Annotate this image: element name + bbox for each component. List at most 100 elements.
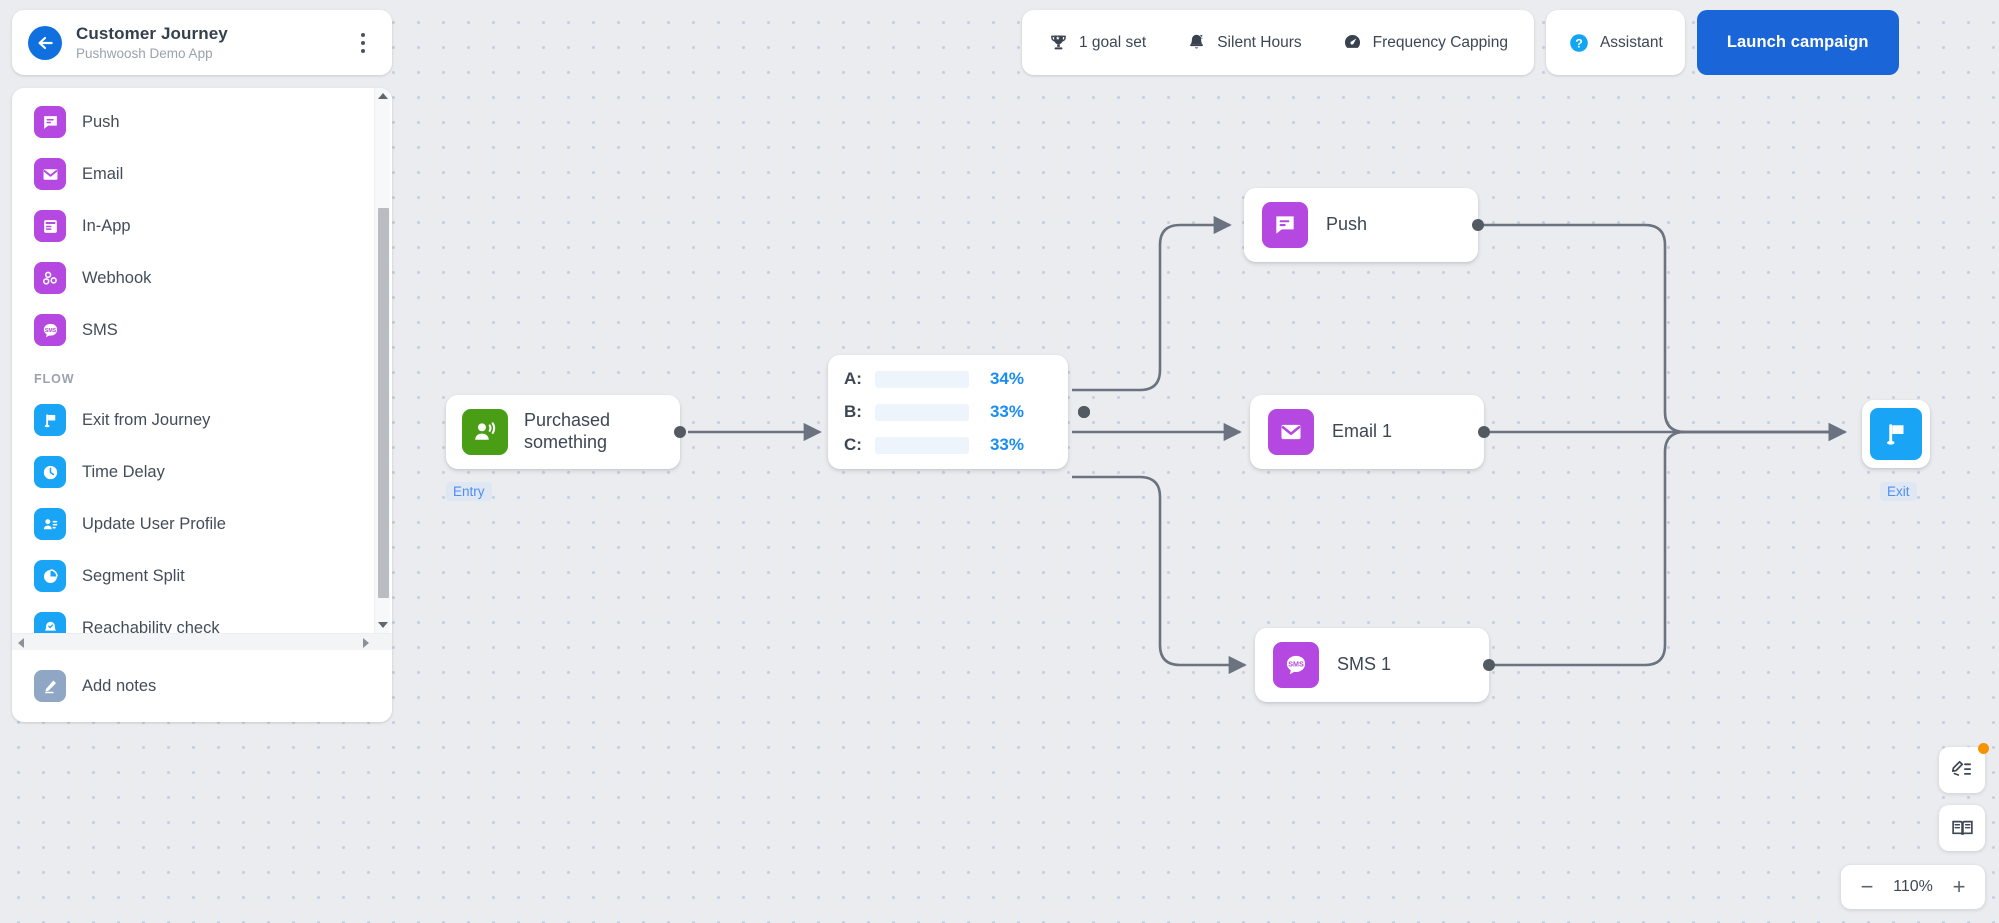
sms-output-port[interactable] — [1483, 659, 1495, 671]
sidebar-item-sms[interactable]: SMS SMS — [22, 304, 382, 356]
journey-title-card: Customer Journey Pushwoosh Demo App — [12, 10, 392, 75]
entry-tag: Entry — [446, 482, 492, 501]
svg-text:SMS: SMS — [1288, 661, 1304, 669]
sidebar-item-in-app[interactable]: In-App — [22, 200, 382, 252]
email-output-port[interactable] — [1478, 426, 1490, 438]
blocks-sidebar: Push Email — [12, 88, 392, 722]
action-node-push[interactable]: Push — [1244, 188, 1484, 262]
sidebar-item-email[interactable]: Email — [22, 148, 382, 200]
frequency-capping-button[interactable]: Frequency Capping — [1322, 20, 1528, 66]
sidebar-item-label: Webhook — [82, 268, 152, 287]
clock-icon — [34, 456, 66, 488]
split-branch-bar — [875, 436, 969, 454]
guide-fab-button[interactable] — [1939, 805, 1985, 851]
split-branch-row: A: 34% — [844, 369, 1090, 418]
sidebar-item-label: Time Delay — [82, 462, 165, 481]
flow-section-header: FLOW — [34, 372, 75, 386]
sidebar-item-push[interactable]: Push — [22, 96, 382, 148]
exit-node[interactable] — [1862, 400, 1930, 468]
trophy-icon — [1051, 35, 1066, 50]
sidebar-item-label: Update User Profile — [82, 514, 226, 533]
node-label: Push — [1326, 214, 1368, 235]
add-notes-label: Add notes — [82, 676, 157, 695]
sidebar-horizontal-scrollbar[interactable] — [12, 633, 392, 650]
sidebar-item-exit-from-journey[interactable]: Exit from Journey — [22, 394, 382, 446]
sidebar-scroll-area[interactable]: Push Email — [12, 88, 392, 633]
split-branch-percent: 34% — [989, 369, 1024, 388]
sidebar-item-label: SMS — [82, 320, 118, 339]
svg-text:?: ? — [1575, 36, 1583, 50]
channel-block-list: Push Email — [12, 96, 392, 356]
note-pen-icon — [34, 670, 66, 702]
sidebar-item-label: In-App — [82, 216, 131, 235]
scrollbar-thumb[interactable] — [378, 208, 389, 598]
sidebar-item-segment-split[interactable]: Segment Split — [22, 550, 382, 602]
back-arrow-icon — [38, 36, 53, 49]
sidebar-item-time-delay[interactable]: Time Delay — [22, 446, 382, 498]
frequency-capping-label: Frequency Capping — [1372, 33, 1508, 51]
top-toolbar: 1 goal set z Silent Hours Frequency Capp… — [1022, 10, 1899, 75]
sidebar-item-webhook[interactable]: Webhook — [22, 252, 382, 304]
split-branch-percent: 33% — [989, 435, 1024, 454]
back-button[interactable] — [28, 25, 62, 60]
flag-icon — [34, 404, 66, 436]
pen-list-icon — [1951, 760, 1971, 776]
split-branch-percent: 33% — [989, 402, 1024, 421]
notes-fab-button[interactable] — [1939, 743, 1989, 793]
action-node-email-1[interactable]: Email 1 — [1250, 395, 1490, 469]
exit-tag: Exit — [1880, 482, 1917, 501]
push-icon — [34, 106, 66, 138]
split-branch-bar — [875, 370, 969, 388]
webhook-icon — [34, 262, 66, 294]
entry-output-port[interactable] — [674, 426, 686, 438]
in-app-icon — [34, 210, 66, 242]
svg-text:SMS: SMS — [44, 327, 56, 333]
split-branch-key: A: — [844, 369, 862, 388]
scroll-down-arrow-icon[interactable] — [375, 617, 391, 633]
split-output-port-c[interactable] — [1078, 406, 1090, 418]
settings-pill-group: 1 goal set z Silent Hours Frequency Capp… — [1022, 10, 1534, 75]
goal-set-button[interactable]: 1 goal set — [1028, 20, 1166, 66]
sidebar-item-update-user-profile[interactable]: Update User Profile — [22, 498, 382, 550]
node-label: SMS 1 — [1337, 654, 1392, 675]
zoom-in-button[interactable]: + — [1952, 874, 1966, 899]
scroll-left-arrow-icon[interactable] — [12, 634, 29, 651]
add-notes-button[interactable]: Add notes — [34, 670, 156, 702]
sidebar-item-label: Push — [82, 112, 120, 131]
goal-set-label: 1 goal set — [1079, 33, 1147, 51]
zoom-controls: − 110% + — [1841, 865, 1985, 909]
svg-text:z: z — [1200, 33, 1203, 40]
split-branch-row: C: 33% — [844, 406, 1090, 455]
sidebar-item-label: Email — [82, 164, 124, 183]
sidebar-item-label: Reachability check — [82, 618, 220, 634]
scroll-right-arrow-icon[interactable] — [357, 634, 374, 651]
launch-campaign-button[interactable]: Launch campaign — [1696, 10, 1899, 75]
zoom-out-button[interactable]: − — [1860, 874, 1874, 899]
action-node-sms-1[interactable]: SMS SMS 1 — [1255, 628, 1495, 702]
sms-icon: SMS — [1273, 642, 1319, 688]
assistant-button[interactable]: ? Assistant — [1545, 10, 1685, 75]
notification-badge — [1978, 743, 1989, 754]
segment-split-icon — [34, 560, 66, 592]
split-branch-row: B: 33% — [844, 402, 1090, 422]
sidebar-vertical-scrollbar[interactable] — [374, 88, 390, 633]
audience-icon — [462, 409, 508, 455]
silent-hours-button[interactable]: z Silent Hours — [1166, 20, 1321, 66]
split-branch-bar — [875, 403, 969, 421]
sidebar-item-reachability-check[interactable]: Reachability check — [22, 602, 382, 633]
kebab-menu-icon[interactable] — [352, 30, 374, 56]
bell-sleep-icon: z — [1190, 33, 1204, 49]
speedometer-icon — [1344, 34, 1360, 48]
node-label: Email 1 — [1332, 421, 1393, 442]
push-output-port[interactable] — [1472, 219, 1484, 231]
scroll-up-arrow-icon[interactable] — [375, 88, 391, 104]
bell-check-icon — [34, 612, 66, 633]
split-branch-key: B: — [844, 402, 862, 421]
push-icon — [1262, 202, 1308, 248]
book-icon — [1951, 820, 1973, 835]
sms-icon: SMS — [34, 314, 66, 346]
abn-split-node[interactable]: A: 34% B: 33% C: 33% — [828, 355, 1090, 469]
sidebar-footer: Add notes — [12, 650, 392, 722]
